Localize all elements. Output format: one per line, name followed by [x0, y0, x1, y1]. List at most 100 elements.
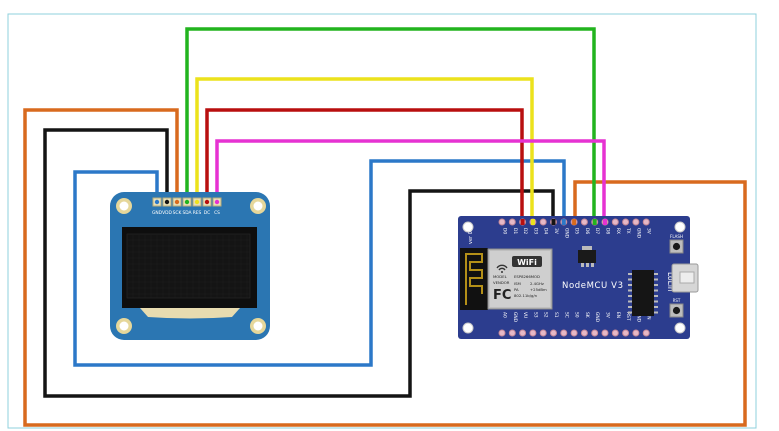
fcc-logo: FC: [493, 288, 511, 303]
pa-label: PA: [514, 287, 519, 292]
board-name: NodeMCU V3: [562, 281, 624, 291]
pin-wire-end: [551, 219, 556, 225]
oled-pin-label: VDD: [162, 210, 172, 216]
wifi-logo: [496, 264, 508, 273]
bottom-pin: [580, 329, 588, 337]
oled-pin-label: RES: [193, 210, 202, 216]
top-pin: [580, 218, 588, 226]
bottom-pin-label: S0: [574, 312, 580, 318]
oled-pin-label: CS: [214, 210, 220, 216]
vendor-label: VENDOR: [493, 280, 510, 285]
top-pin: [611, 218, 619, 226]
oled-pin-wire-end: [204, 199, 210, 205]
pin-wire-end: [592, 219, 597, 225]
oled-screen: [126, 233, 251, 299]
bottom-pin: [508, 329, 516, 337]
model-label: MODEL: [493, 274, 508, 279]
pin-wire-end: [530, 219, 535, 225]
oled-pin-wire-end: [194, 199, 200, 205]
top-pin: [539, 218, 547, 226]
bottom-pin-label: GND: [512, 312, 518, 323]
bottom-pin: [529, 329, 537, 337]
wire-green: [185, 27, 596, 222]
bottom-pin: [560, 329, 568, 337]
top-pin-label: GND: [563, 228, 569, 239]
oled-pin-wire-end: [184, 199, 190, 205]
wifi-standard: 802.11b/g/n: [514, 293, 538, 298]
wire-magenta: [215, 139, 606, 222]
pin-wire-end: [520, 219, 525, 225]
pin-wire-end: [561, 219, 566, 225]
top-pin-label: RX: [615, 228, 621, 234]
top-pin-label: GND: [635, 228, 641, 239]
oled-flex-cable: [140, 308, 240, 319]
bottom-pin: [591, 329, 599, 337]
top-pin-label: D3: [532, 228, 538, 234]
top-pin-label: TX: [625, 227, 631, 234]
pa-value: +25dBm: [530, 287, 547, 292]
wifi-text: WiFi: [517, 258, 537, 267]
bottom-pin-label: SK: [584, 312, 590, 318]
bottom-pin-label: VU: [522, 312, 528, 318]
model-value: ESP8266MOD: [514, 274, 540, 279]
top-pin-label: D2: [522, 228, 528, 234]
wire-red: [205, 108, 524, 222]
top-pin-label: D7: [594, 228, 600, 234]
bottom-pin: [601, 329, 609, 337]
bottom-pin: [519, 329, 527, 337]
bottom-pin: [611, 329, 619, 337]
top-pin-label: D4: [543, 228, 549, 234]
bottom-pin: [570, 329, 578, 337]
top-pin-label: 3V: [646, 228, 652, 234]
top-pin: [632, 218, 640, 226]
diagram-frame: [7, 13, 757, 429]
pin-wire-end: [603, 219, 607, 225]
bottom-pin: [498, 329, 506, 337]
bottom-pin-label: GND: [594, 312, 600, 323]
pin-wire-end: [572, 219, 577, 225]
bottom-pin-label: S2: [543, 312, 549, 318]
rst-button-label: RST: [673, 298, 681, 303]
oled-pin-label: GND: [152, 210, 163, 216]
bottom-pin-label: 3V: [605, 312, 611, 318]
antenna-trace: [465, 253, 483, 305]
bottom-pin: [642, 329, 650, 337]
oled-pin-label: DC: [204, 210, 210, 216]
bottom-pin-label: RST: [625, 312, 631, 321]
bottom-pin-label: GND: [635, 312, 641, 323]
bottom-pin-label: A0: [502, 312, 508, 318]
usb-serial-chip: [632, 270, 654, 316]
top-pin-label: 3V: [553, 228, 559, 234]
oled-pin-wire-end: [154, 199, 160, 205]
bottom-pin-label: SC: [563, 312, 569, 318]
oled-pin-wire-end: [164, 199, 170, 205]
top-pin: [508, 218, 516, 226]
bottom-pin-label: S3: [532, 312, 538, 318]
bottom-pin: [550, 329, 557, 337]
ism-label: ISM: [514, 281, 521, 286]
top-pin-label: D5: [574, 228, 580, 234]
top-pin-label: D1: [512, 228, 518, 234]
bottom-pin: [622, 329, 630, 337]
ism-freq: 2.4GHz: [530, 281, 544, 286]
nodemcu-board: D0 D1 D2 D3 D4 3V GND D5 D6 D7 D8 RX TX GND 3V A0 GND VU…: [458, 216, 699, 339]
top-pin-label: D8: [605, 228, 611, 234]
oled-pin-wire-end: [174, 199, 180, 205]
top-pin: [642, 218, 650, 226]
bottom-pin-label: EN: [615, 312, 621, 318]
oled-pin-wire-end: [214, 199, 220, 205]
flash-button-label: FLASH: [670, 234, 683, 239]
bottom-pin-label: S1: [553, 312, 559, 318]
brand-label: LoLin: [666, 272, 675, 292]
board-version-label: ver 0.1: [468, 226, 474, 244]
voltage-regulator: [578, 250, 596, 263]
top-pin: [498, 218, 506, 226]
wire-yellow: [195, 77, 534, 222]
top-pin-label: D6: [584, 228, 590, 234]
top-pin-label: D0: [502, 228, 508, 234]
top-pin: [622, 218, 630, 226]
bottom-pin: [539, 329, 547, 337]
wire-black-oled: [43, 128, 555, 398]
